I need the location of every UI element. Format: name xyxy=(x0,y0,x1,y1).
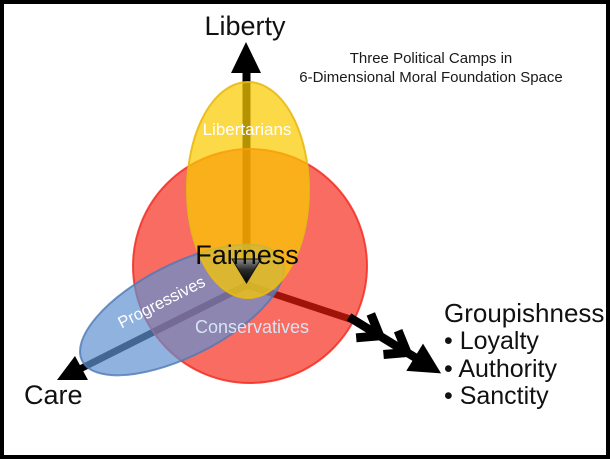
groupishness-bullet-authority: • Authority xyxy=(444,354,557,383)
libertarians-label: Libertarians xyxy=(202,120,292,139)
groupishness-chevron-1-icon xyxy=(355,312,387,343)
groupishness-bullet-sanctity: • Sanctity xyxy=(444,382,549,410)
liberty-arrowhead-icon xyxy=(231,42,261,73)
fairness-label: Fairness xyxy=(195,240,299,270)
groupishness-arrowhead-icon xyxy=(406,343,442,374)
care-arrowhead-icon xyxy=(57,356,88,380)
diagram-title: Three Political Camps in 6-Dimensional M… xyxy=(299,49,562,87)
diagram-title-line2: 6-Dimensional Moral Foundation Space xyxy=(299,69,563,86)
care-axis-label: Care xyxy=(24,380,83,410)
fairness-marker-icon xyxy=(231,258,262,284)
groupishness-triple-arrow xyxy=(346,312,442,374)
conservatives-label: Conservatives xyxy=(194,317,310,337)
groupishness-bullet-loyalty: • Loyalty xyxy=(444,327,539,355)
diagram-title-line1: Three Political Camps in xyxy=(349,50,513,67)
groupishness-axis-label: Groupishness xyxy=(444,298,605,328)
groupishness-text-block: Groupishness • Loyalty • Authority • San… xyxy=(444,298,604,411)
liberty-axis-label: Liberty xyxy=(204,11,286,41)
groupishness-chevron-2-icon xyxy=(383,328,414,360)
libertarians-ellipse xyxy=(186,81,310,299)
